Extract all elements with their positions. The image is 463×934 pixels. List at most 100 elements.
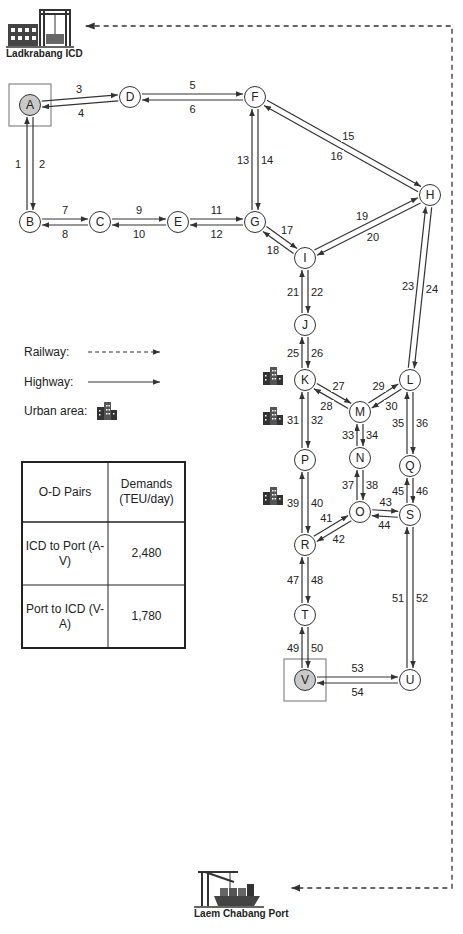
highway-link bbox=[190, 224, 243, 225]
highway-link bbox=[406, 527, 407, 668]
table-cell: Port to ICD (V-A) bbox=[22, 602, 108, 632]
node-circle: K bbox=[294, 369, 316, 391]
node-circle: E bbox=[167, 211, 189, 233]
node-circle: N bbox=[349, 447, 371, 469]
node-letter: G bbox=[250, 215, 259, 229]
highway-link bbox=[406, 478, 407, 503]
node-letter: J bbox=[302, 318, 308, 332]
highway-link bbox=[412, 527, 413, 668]
node-circle: J bbox=[294, 314, 316, 336]
highway-link bbox=[257, 109, 258, 210]
urban-icon bbox=[263, 367, 283, 385]
link-number: 50 bbox=[310, 642, 324, 654]
link-number: 43 bbox=[379, 496, 393, 508]
urban-sample bbox=[97, 402, 117, 420]
link-number: 3 bbox=[75, 83, 83, 95]
node-circle: D bbox=[119, 86, 141, 108]
link-number: 30 bbox=[384, 400, 398, 412]
highway-link bbox=[42, 95, 118, 101]
highway-link bbox=[372, 510, 398, 512]
node-letter: V bbox=[301, 673, 309, 687]
highway-link bbox=[26, 117, 27, 210]
highway-link bbox=[251, 109, 252, 210]
highway-link bbox=[42, 218, 88, 219]
link-number: 41 bbox=[319, 512, 333, 524]
link-number: 18 bbox=[266, 244, 280, 256]
link-number: 12 bbox=[209, 228, 223, 240]
highway-link bbox=[362, 424, 363, 446]
highway-link bbox=[307, 392, 308, 448]
node-circle: I bbox=[294, 247, 316, 269]
link-number: 51 bbox=[391, 592, 405, 604]
highway-link bbox=[372, 516, 398, 518]
table-cell: O-D Pairs bbox=[22, 485, 108, 500]
node-letter: D bbox=[126, 90, 135, 104]
link-number: 31 bbox=[286, 414, 300, 426]
highway-link bbox=[190, 218, 243, 219]
link-number: 26 bbox=[310, 347, 324, 359]
urban-icon bbox=[263, 487, 283, 505]
link-number: 22 bbox=[310, 286, 324, 298]
terminal-node: Ladkrabang ICD bbox=[6, 4, 83, 60]
link-number: 48 bbox=[310, 574, 324, 586]
node-circle: C bbox=[89, 211, 111, 233]
table-cell: 2,480 bbox=[108, 546, 185, 561]
node-circle: M bbox=[349, 401, 371, 423]
urban-icon bbox=[263, 407, 283, 425]
highway-link bbox=[301, 472, 302, 533]
node-letter: U bbox=[406, 673, 415, 687]
node-circle: O bbox=[349, 501, 371, 523]
link-number: 13 bbox=[236, 154, 250, 166]
highway-link bbox=[301, 337, 302, 368]
link-number: 6 bbox=[188, 103, 196, 115]
link-number: 1 bbox=[14, 158, 22, 170]
terminal-square bbox=[284, 659, 326, 701]
link-number: 33 bbox=[341, 429, 355, 441]
highway-link bbox=[356, 424, 357, 446]
node-letter: O bbox=[355, 505, 364, 519]
node-letter: E bbox=[174, 215, 182, 229]
highway-link bbox=[301, 557, 302, 603]
highway-link bbox=[412, 478, 413, 503]
legend-text: Urban area: bbox=[24, 404, 87, 418]
link-number: 53 bbox=[350, 662, 364, 674]
node-letter: R bbox=[301, 538, 310, 552]
highway-link bbox=[362, 470, 363, 500]
node-circle: P bbox=[294, 449, 316, 471]
link-number: 15 bbox=[341, 130, 355, 142]
link-number: 19 bbox=[355, 210, 369, 222]
link-number: 35 bbox=[391, 417, 405, 429]
node-letter: B bbox=[26, 215, 34, 229]
railway-link bbox=[86, 26, 452, 888]
highway-link bbox=[314, 198, 418, 250]
node-circle: G bbox=[244, 211, 266, 233]
link-number: 4 bbox=[77, 107, 85, 119]
port-icon bbox=[194, 868, 264, 908]
node-circle: S bbox=[399, 504, 421, 526]
link-number: 5 bbox=[188, 79, 196, 91]
link-number: 28 bbox=[319, 400, 333, 412]
highway-link bbox=[317, 203, 421, 255]
link-number: 42 bbox=[332, 533, 346, 545]
node-letter: S bbox=[406, 508, 414, 522]
highway-link bbox=[307, 557, 308, 603]
highway-link bbox=[301, 392, 302, 448]
link-number: 10 bbox=[132, 228, 146, 240]
highway-link bbox=[112, 218, 166, 219]
highway-link bbox=[317, 676, 398, 677]
table-cell: ICD to Port (A-V) bbox=[22, 539, 108, 569]
link-number: 17 bbox=[280, 224, 294, 236]
node-letter: C bbox=[96, 215, 105, 229]
highway-link bbox=[307, 627, 308, 668]
link-number: 25 bbox=[286, 347, 300, 359]
node-circle: L bbox=[399, 369, 421, 391]
link-number: 14 bbox=[260, 154, 274, 166]
link-number: 21 bbox=[286, 286, 300, 298]
link-number: 34 bbox=[365, 429, 379, 441]
link-number: 47 bbox=[286, 574, 300, 586]
link-number: 29 bbox=[371, 380, 385, 392]
highway-link bbox=[32, 117, 33, 210]
node-letter: K bbox=[301, 373, 309, 387]
highway-link bbox=[301, 270, 302, 313]
